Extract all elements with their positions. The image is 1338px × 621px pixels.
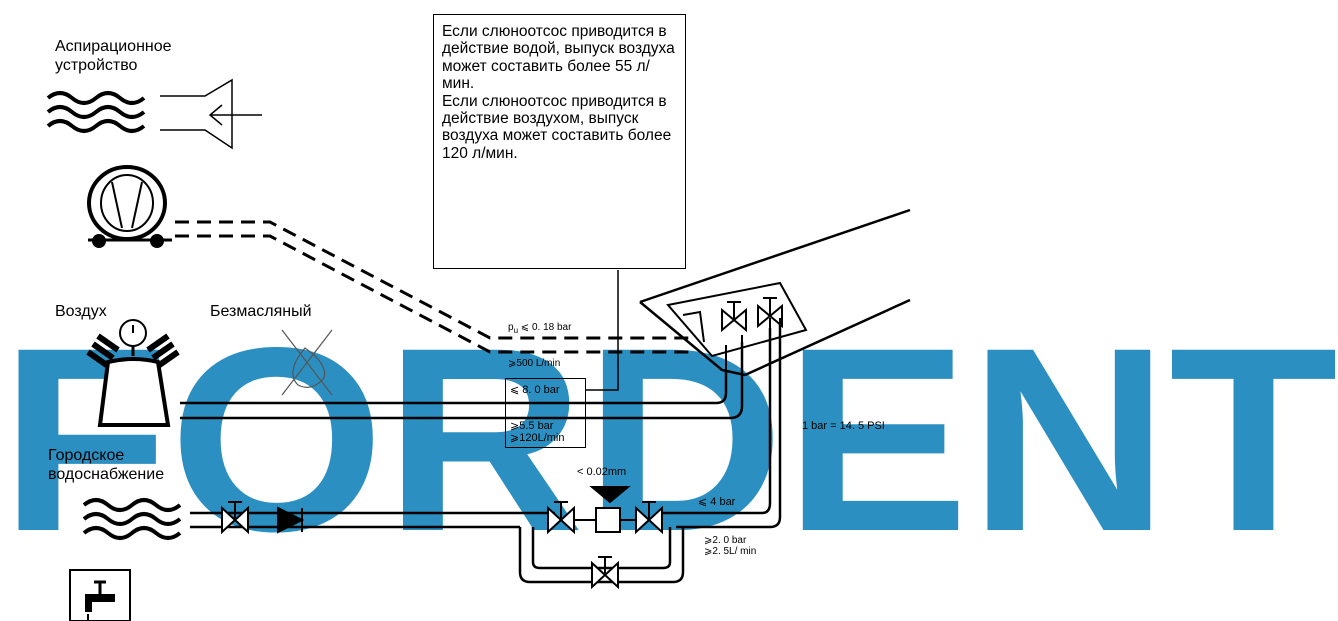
waves-icon bbox=[46, 91, 146, 133]
pu-value: ⩽ 0. 18 bar bbox=[518, 322, 572, 333]
air-line bbox=[180, 342, 744, 420]
suction-pressure-label: pu ⩽ 0. 18 bar bbox=[508, 322, 571, 336]
water-max-pressure: ⩽ 4 bar bbox=[698, 496, 736, 508]
water-line bbox=[190, 318, 782, 584]
air-label: Воздух bbox=[55, 303, 107, 320]
oil-free-label: Безмасляный bbox=[210, 303, 312, 320]
unit-panel bbox=[639, 208, 911, 377]
note-leader bbox=[586, 270, 619, 391]
inlet-arrow-icon bbox=[160, 78, 262, 150]
waves-icon bbox=[82, 498, 182, 540]
air-max-pressure: ⩽ 8. 0 bar bbox=[510, 384, 560, 396]
compressor-icon bbox=[86, 319, 180, 427]
filter-icon bbox=[574, 486, 636, 533]
valve-icon bbox=[635, 501, 663, 535]
air-min-spec: ⩾5.5 bar ⩾120L/min bbox=[510, 420, 565, 444]
check-valve-icon bbox=[277, 506, 305, 534]
valve-icon bbox=[547, 501, 575, 535]
unit-conversion: 1 bar = 14. 5 PSI bbox=[802, 420, 885, 432]
note-water-text: Если слюноотсос приводится в действие во… bbox=[442, 23, 675, 93]
city-water-label: Городское водоснабжение bbox=[48, 447, 165, 483]
air-spec-box bbox=[505, 378, 586, 448]
valve-icon bbox=[591, 556, 619, 590]
water-min-spec: ⩾2. 0 bar ⩾2. 5L/ min bbox=[704, 535, 757, 557]
suction-flow-label: ⩾500 L/min bbox=[508, 358, 561, 369]
pu-symbol: p bbox=[508, 322, 514, 333]
suction-motor-icon bbox=[87, 165, 172, 248]
note-air-text: Если слюноотсос приводится в действие во… bbox=[442, 92, 672, 162]
valve-icon bbox=[221, 501, 249, 535]
filter-spec: < 0.02mm bbox=[577, 466, 627, 478]
suction-hose bbox=[175, 220, 690, 354]
no-oil-icon bbox=[281, 329, 333, 396]
tap-icon bbox=[69, 569, 131, 621]
air-flow-note: Если слюноотсос приводится в действие во… bbox=[433, 14, 686, 269]
pu-subscript: u bbox=[513, 326, 519, 335]
aspiration-label: Аспирационное устройство bbox=[55, 38, 172, 74]
